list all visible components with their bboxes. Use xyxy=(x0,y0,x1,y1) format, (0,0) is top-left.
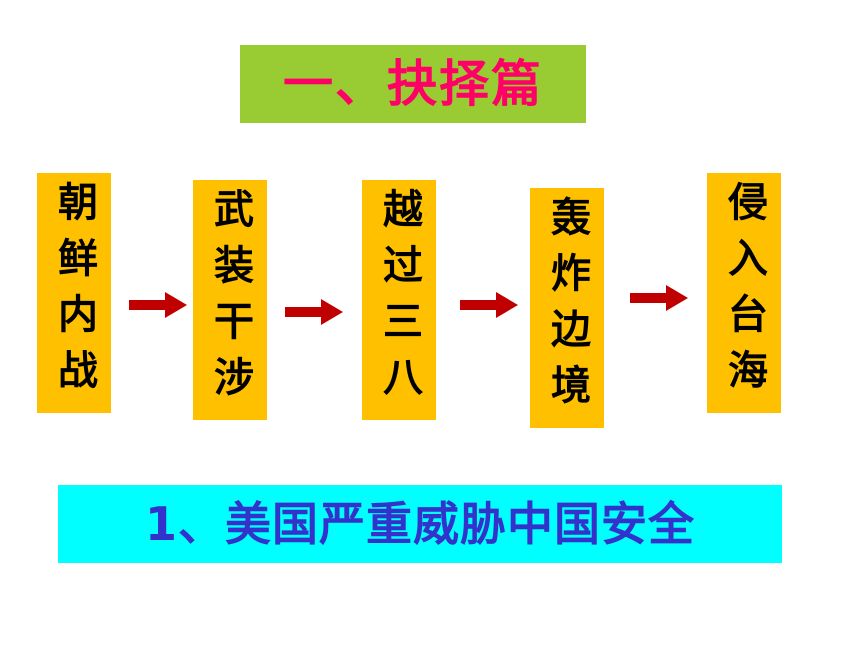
title-text: 一、抉择篇 xyxy=(283,55,543,113)
step-box-1: 朝鲜内战 xyxy=(37,173,111,413)
arrow-icon-3 xyxy=(460,292,518,318)
step-box-3: 越过三八 xyxy=(362,180,436,420)
step-label-4: 轰炸边境 xyxy=(544,196,590,420)
step-label-2: 武装干涉 xyxy=(207,188,253,412)
step-label-3: 越过三八 xyxy=(376,188,422,412)
arrow-icon-2 xyxy=(285,299,343,325)
arrow-icon-4 xyxy=(630,285,688,311)
title-box: 一、抉择篇 xyxy=(240,45,586,123)
arrow-icon-1 xyxy=(129,292,187,318)
step-box-5: 侵入台海 xyxy=(707,173,781,413)
step-box-4: 轰炸边境 xyxy=(530,188,604,428)
step-label-5: 侵入台海 xyxy=(721,181,767,405)
step-box-2: 武装干涉 xyxy=(193,180,267,420)
step-label-1: 朝鲜内战 xyxy=(51,181,97,405)
conclusion-box: 1、美国严重威胁中国安全 xyxy=(58,485,782,563)
conclusion-text: 1、美国严重威胁中国安全 xyxy=(144,497,695,551)
